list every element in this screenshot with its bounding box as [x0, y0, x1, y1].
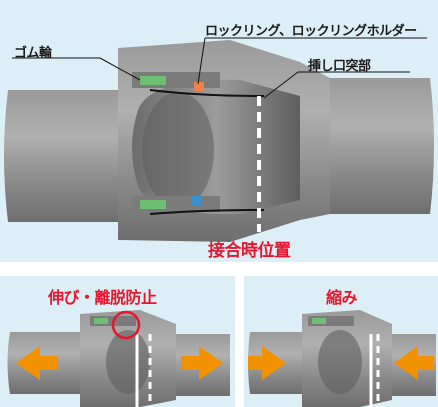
orange-arrow-left-icon	[394, 346, 434, 380]
orange-arrow-right-icon	[248, 346, 286, 380]
contraction-illustration	[248, 310, 436, 407]
spigot-opening	[142, 92, 214, 208]
orange-arrow-left-icon	[16, 346, 58, 380]
label-rubber-ring: ゴム輪	[14, 46, 52, 61]
extension-illustration	[7, 310, 230, 407]
contraction-title: 縮み	[326, 288, 358, 307]
extension-prevention-panel: 伸び・離脱防止	[0, 276, 235, 407]
label-lock-ring: ロックリング、ロックリングホルダー	[205, 24, 417, 39]
left-pipe	[4, 90, 150, 222]
joint-cutaway-illustration	[4, 37, 434, 242]
orange-arrow-right-icon	[181, 346, 223, 380]
red-circle-highlight-icon	[111, 310, 141, 340]
contraction-panel: 縮み	[244, 276, 438, 407]
top-panel: ロックリング、ロックリングホルダー 挿し口突部 ゴム輪 接合時位置	[0, 0, 438, 262]
extension-title: 伸び・離脱防止	[48, 288, 157, 307]
label-spigot-protrusion: 挿し口突部	[308, 59, 371, 74]
label-joint-position: 接合時位置	[208, 241, 291, 261]
